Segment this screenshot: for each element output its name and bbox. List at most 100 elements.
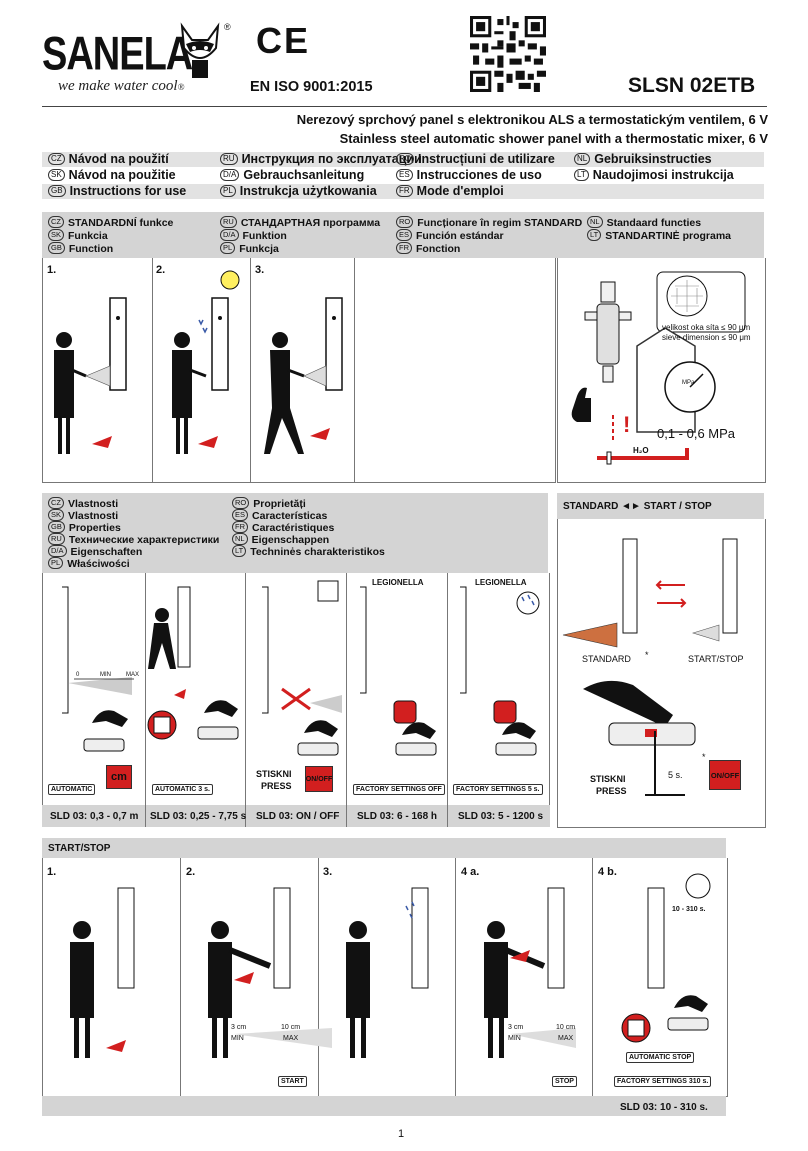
max-label: MAX — [558, 1035, 574, 1042]
water-drops-icon — [198, 319, 208, 334]
water-label: H₂O — [633, 446, 649, 455]
swap-arrow-icon — [655, 580, 685, 590]
legionella-heading: LEGIONELLA — [475, 578, 527, 587]
arrow-icon — [92, 436, 112, 448]
page-number: 1 — [398, 1128, 405, 1140]
automatic-button: AUTOMATIC — [48, 784, 96, 795]
function-illustrations — [54, 270, 343, 454]
sld-value: SLD 03: 5 - 1200 s — [458, 811, 544, 822]
range-min-label: 3 cm — [508, 1024, 524, 1031]
person-icon — [56, 332, 72, 348]
startstop-panels — [42, 858, 728, 1097]
model-number: SLSN 02ETB — [628, 74, 756, 97]
step-number: 2. — [156, 264, 166, 276]
startstop-label: START/STOP — [688, 654, 744, 664]
legionella-heading: LEGIONELLA — [372, 578, 424, 587]
press-label-cz: STISKNI — [256, 769, 292, 779]
standard-illustration — [562, 538, 738, 796]
factory-off-button: FACTORY SETTINGS OFF — [353, 784, 445, 795]
remote-control-icon — [83, 738, 125, 752]
press-label-cz: STISKNI — [590, 774, 626, 784]
hold-duration: 5 s. — [668, 770, 683, 780]
timer-range: 10 - 310 s. — [672, 906, 706, 913]
gauge-unit: MPa — [682, 380, 695, 386]
settings-key-icon — [393, 700, 417, 724]
sensor-beam-icon — [68, 677, 132, 695]
pressure-range: 0,1 - 0,6 MPa — [657, 426, 736, 441]
cleaning-icon — [317, 580, 339, 602]
sld-value: SLD 03: 0,3 - 0,7 m — [50, 811, 139, 822]
sld-value: SLD 03: 6 - 168 h — [357, 811, 438, 822]
step-number: 1. — [47, 866, 57, 878]
startstop-title: START/STOP — [48, 843, 111, 854]
step-number: 4 b. — [598, 866, 617, 878]
warning-mark: ! — [623, 412, 631, 437]
max-label: MAX — [283, 1035, 299, 1042]
registered-mark: ® — [224, 22, 231, 32]
scale-zero: 0 — [76, 672, 80, 678]
sld-value: SLD 03: 10 - 310 s. — [620, 1102, 708, 1113]
ce-mark: CE — [256, 20, 311, 61]
startstop-sld-bar — [42, 1096, 726, 1116]
standard-header: STANDARD ◄► START / STOP — [557, 493, 764, 519]
automatic-stop-button: AUTOMATIC STOP — [626, 1052, 695, 1063]
qr-code-icon — [470, 16, 546, 92]
scale-min: MIN — [100, 672, 111, 678]
cross-icon — [281, 687, 311, 711]
start-button: START — [278, 1076, 307, 1087]
properties-sld-bar — [42, 805, 550, 827]
sieve-note-en: sieve dimension ≤ 90 μm — [662, 333, 751, 342]
startstop-header: START/STOP — [42, 838, 726, 858]
step-number: 2. — [186, 866, 196, 878]
asterisk: * — [702, 752, 706, 762]
step-number: 4 a. — [461, 866, 480, 878]
brand-tagline: we make water cool® — [58, 78, 185, 94]
sieve-note-cz: velikost oka síta ≤ 90 μm — [662, 323, 751, 332]
sld-value: SLD 03: ON / OFF — [256, 811, 340, 822]
standard-label: STANDARD — [582, 654, 631, 664]
step-number: 1. — [47, 264, 57, 276]
factory-5s-button: FACTORY SETTINGS 5 s. — [453, 784, 543, 795]
range-min-label: 3 cm — [231, 1024, 247, 1031]
press-label-en: PRESS — [261, 781, 292, 791]
min-label: MIN — [508, 1035, 521, 1042]
timer-icon — [220, 270, 240, 290]
header-divider — [42, 106, 767, 107]
standard-title: STANDARD ◄► START / STOP — [563, 501, 712, 512]
cm-key: cm — [106, 765, 132, 789]
step-number: 3. — [323, 866, 333, 878]
on-off-key: ON/OFF — [305, 766, 333, 792]
min-label: MIN — [231, 1035, 244, 1042]
raccoon-mascot-icon — [180, 22, 220, 78]
scale-max: MAX — [126, 672, 140, 678]
properties-illustrations — [62, 580, 540, 756]
filter-icon — [600, 281, 616, 303]
